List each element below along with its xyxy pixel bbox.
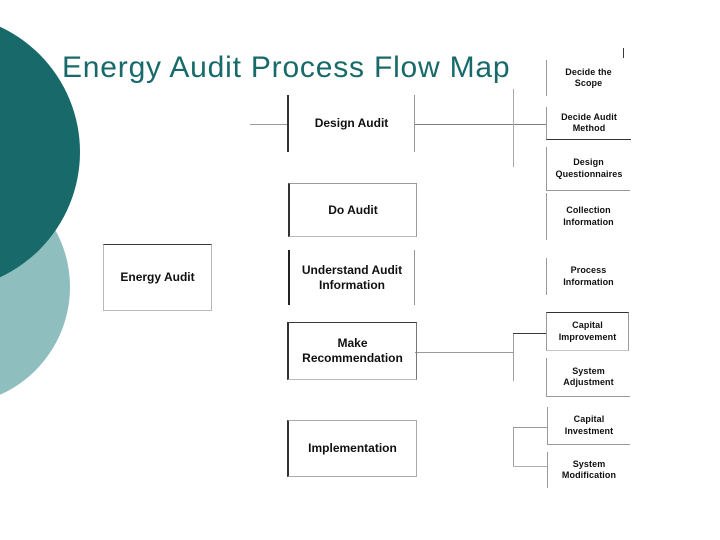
flow-box-label: Capital Improvement [558,320,617,342]
connector-stub-capital-investment [513,427,547,428]
flow-box-do-audit: Do Audit [288,183,417,237]
flow-box-label: Energy Audit [120,270,195,284]
flow-box-label: Implementation [308,441,397,455]
slide-title: Energy Audit Process Flow Map [62,51,511,84]
flow-box-capital-improvement: Capital Improvement [546,312,629,351]
flow-box-label: Process Information [563,265,614,287]
flow-box-decide-audit-method: Decide Audit Method [546,107,631,140]
connector-stub-capital-improvement [513,333,546,334]
flow-box-label: System Adjustment [563,365,614,388]
connector-vertical-mid [513,333,514,381]
flow-box-design-questionnaires: Design Questionnaires [546,147,630,191]
flow-box-label: Decide Audit Method [561,111,617,134]
flow-box-implementation: Implementation [287,420,417,477]
connector-tick-top-right [623,48,624,58]
connector-stub-system-modification [513,466,547,467]
connector-makerec-to-steps [415,352,513,353]
flow-box-label: Decide the Scope [565,66,612,89]
flow-box-label: Design Questionnaires [555,157,623,179]
connector-energy-to-design [250,124,287,125]
flow-box-process-information: Process Information [546,258,630,295]
flow-box-label: Make Recommendation [302,336,403,365]
flow-box-system-modification: System Modification [547,452,630,488]
connector-vertical-bottom [513,427,514,467]
flow-box-collection-information: Collection Information [546,193,630,240]
flow-box-label: Capital Investment [564,414,614,436]
connector-design-to-steps [415,124,546,125]
flow-box-label: Do Audit [328,202,378,217]
flow-box-system-adjustment: System Adjustment [546,358,630,397]
flow-box-capital-investment: Capital Investment [547,407,630,445]
flow-box-label: Understand Audit Information [301,262,403,292]
flow-box-understand-audit-information: Understand Audit Information [288,250,415,305]
flow-box-make-recommendation: Make Recommendation [287,322,417,380]
flow-box-energy-audit: Energy Audit [103,244,212,311]
flow-box-design-audit: Design Audit [287,95,415,152]
flow-box-decide-the-scope: Decide the Scope [546,60,630,96]
flow-box-label: Design Audit [314,116,389,130]
flow-box-label: System Modification [561,458,617,481]
connector-vertical-top [513,89,514,167]
flow-box-label: Collection Information [563,205,614,227]
